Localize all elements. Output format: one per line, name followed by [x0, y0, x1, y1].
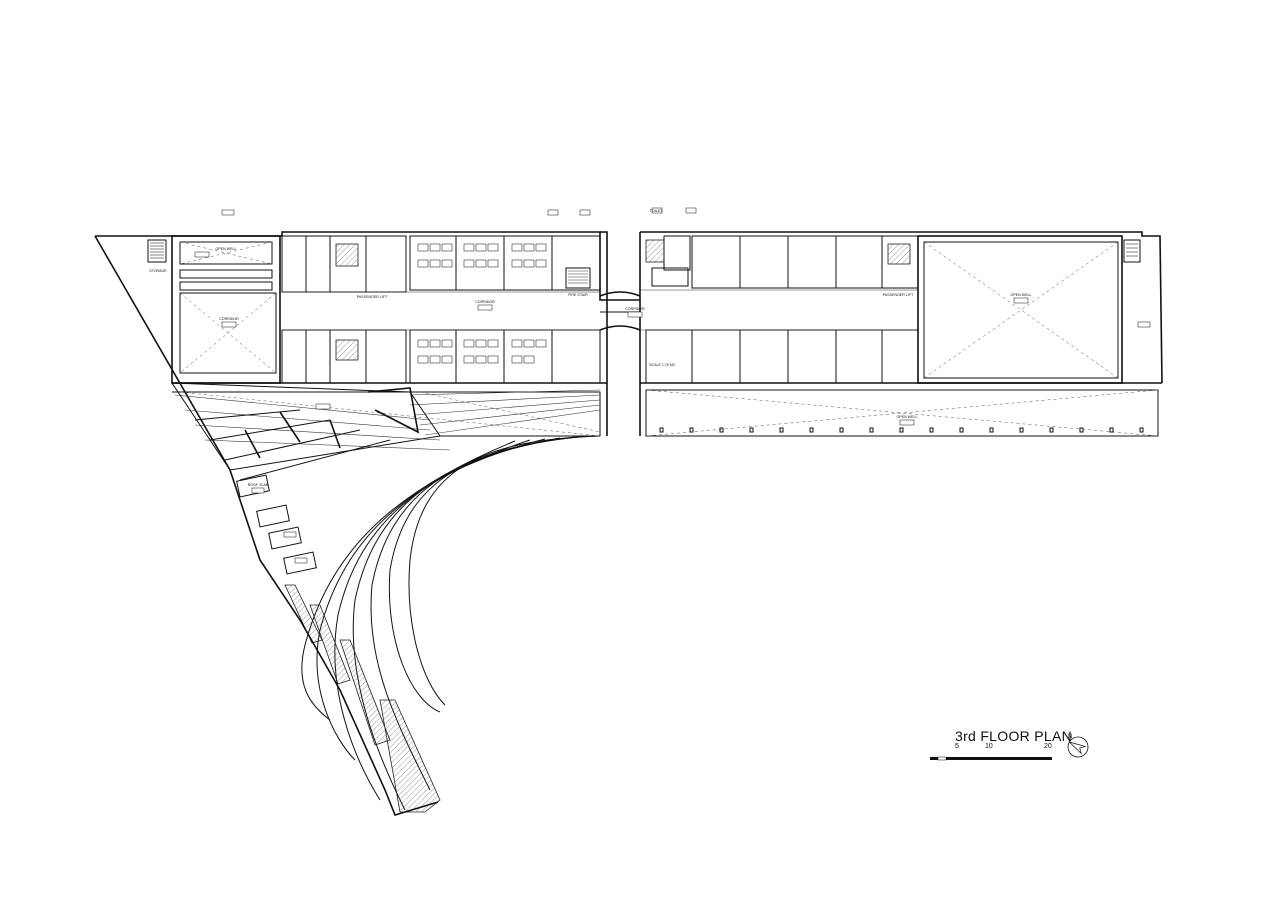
label-passenger-lift-right: PASSENGER LIFT — [883, 293, 914, 297]
label-roof-slab: ROOF SLAB — [248, 483, 269, 487]
label-storage: STORAGE — [149, 269, 167, 273]
scale-label-20: 20 — [1044, 743, 1052, 750]
label-corridor-left: CORRIDOR — [219, 317, 239, 321]
label-open-well-large: OPEN WELL — [1011, 293, 1032, 297]
room-tags — [194, 207, 1151, 564]
scale-bar — [930, 756, 1052, 761]
label-toilet: TOILET — [650, 209, 663, 213]
title-block: 3rd FLOOR PLAN 5 10 20 N — [930, 728, 1090, 768]
plan-title: 3rd FLOOR PLAN — [955, 728, 1073, 744]
scale-label-5: 5 — [955, 743, 959, 750]
label-corridor-center: CORRIDOR — [475, 300, 495, 304]
room-labels: OPEN WELL OPEN WELL OPEN WELL CORRIDOR C… — [149, 209, 1031, 487]
label-open-well-left: OPEN WELL — [216, 247, 237, 251]
scale-label-10: 10 — [985, 743, 993, 750]
label-open-well-bottom: OPEN WELL — [897, 415, 918, 419]
label-passenger-lift-left: PASSENGER LIFT — [357, 295, 388, 299]
label-fire-stair: FIRE STAIR — [568, 293, 588, 297]
curved-roof-fan — [171, 382, 601, 816]
north-arrow-icon: N — [1067, 734, 1089, 758]
label-corridor-right: CORRIDOR — [625, 307, 645, 311]
bridge — [599, 291, 641, 331]
right-wing — [639, 231, 1163, 437]
label-scale-note: SCALE 1:75 M2 — [649, 363, 675, 367]
left-wing — [94, 231, 640, 471]
north-label: N — [1068, 734, 1072, 740]
